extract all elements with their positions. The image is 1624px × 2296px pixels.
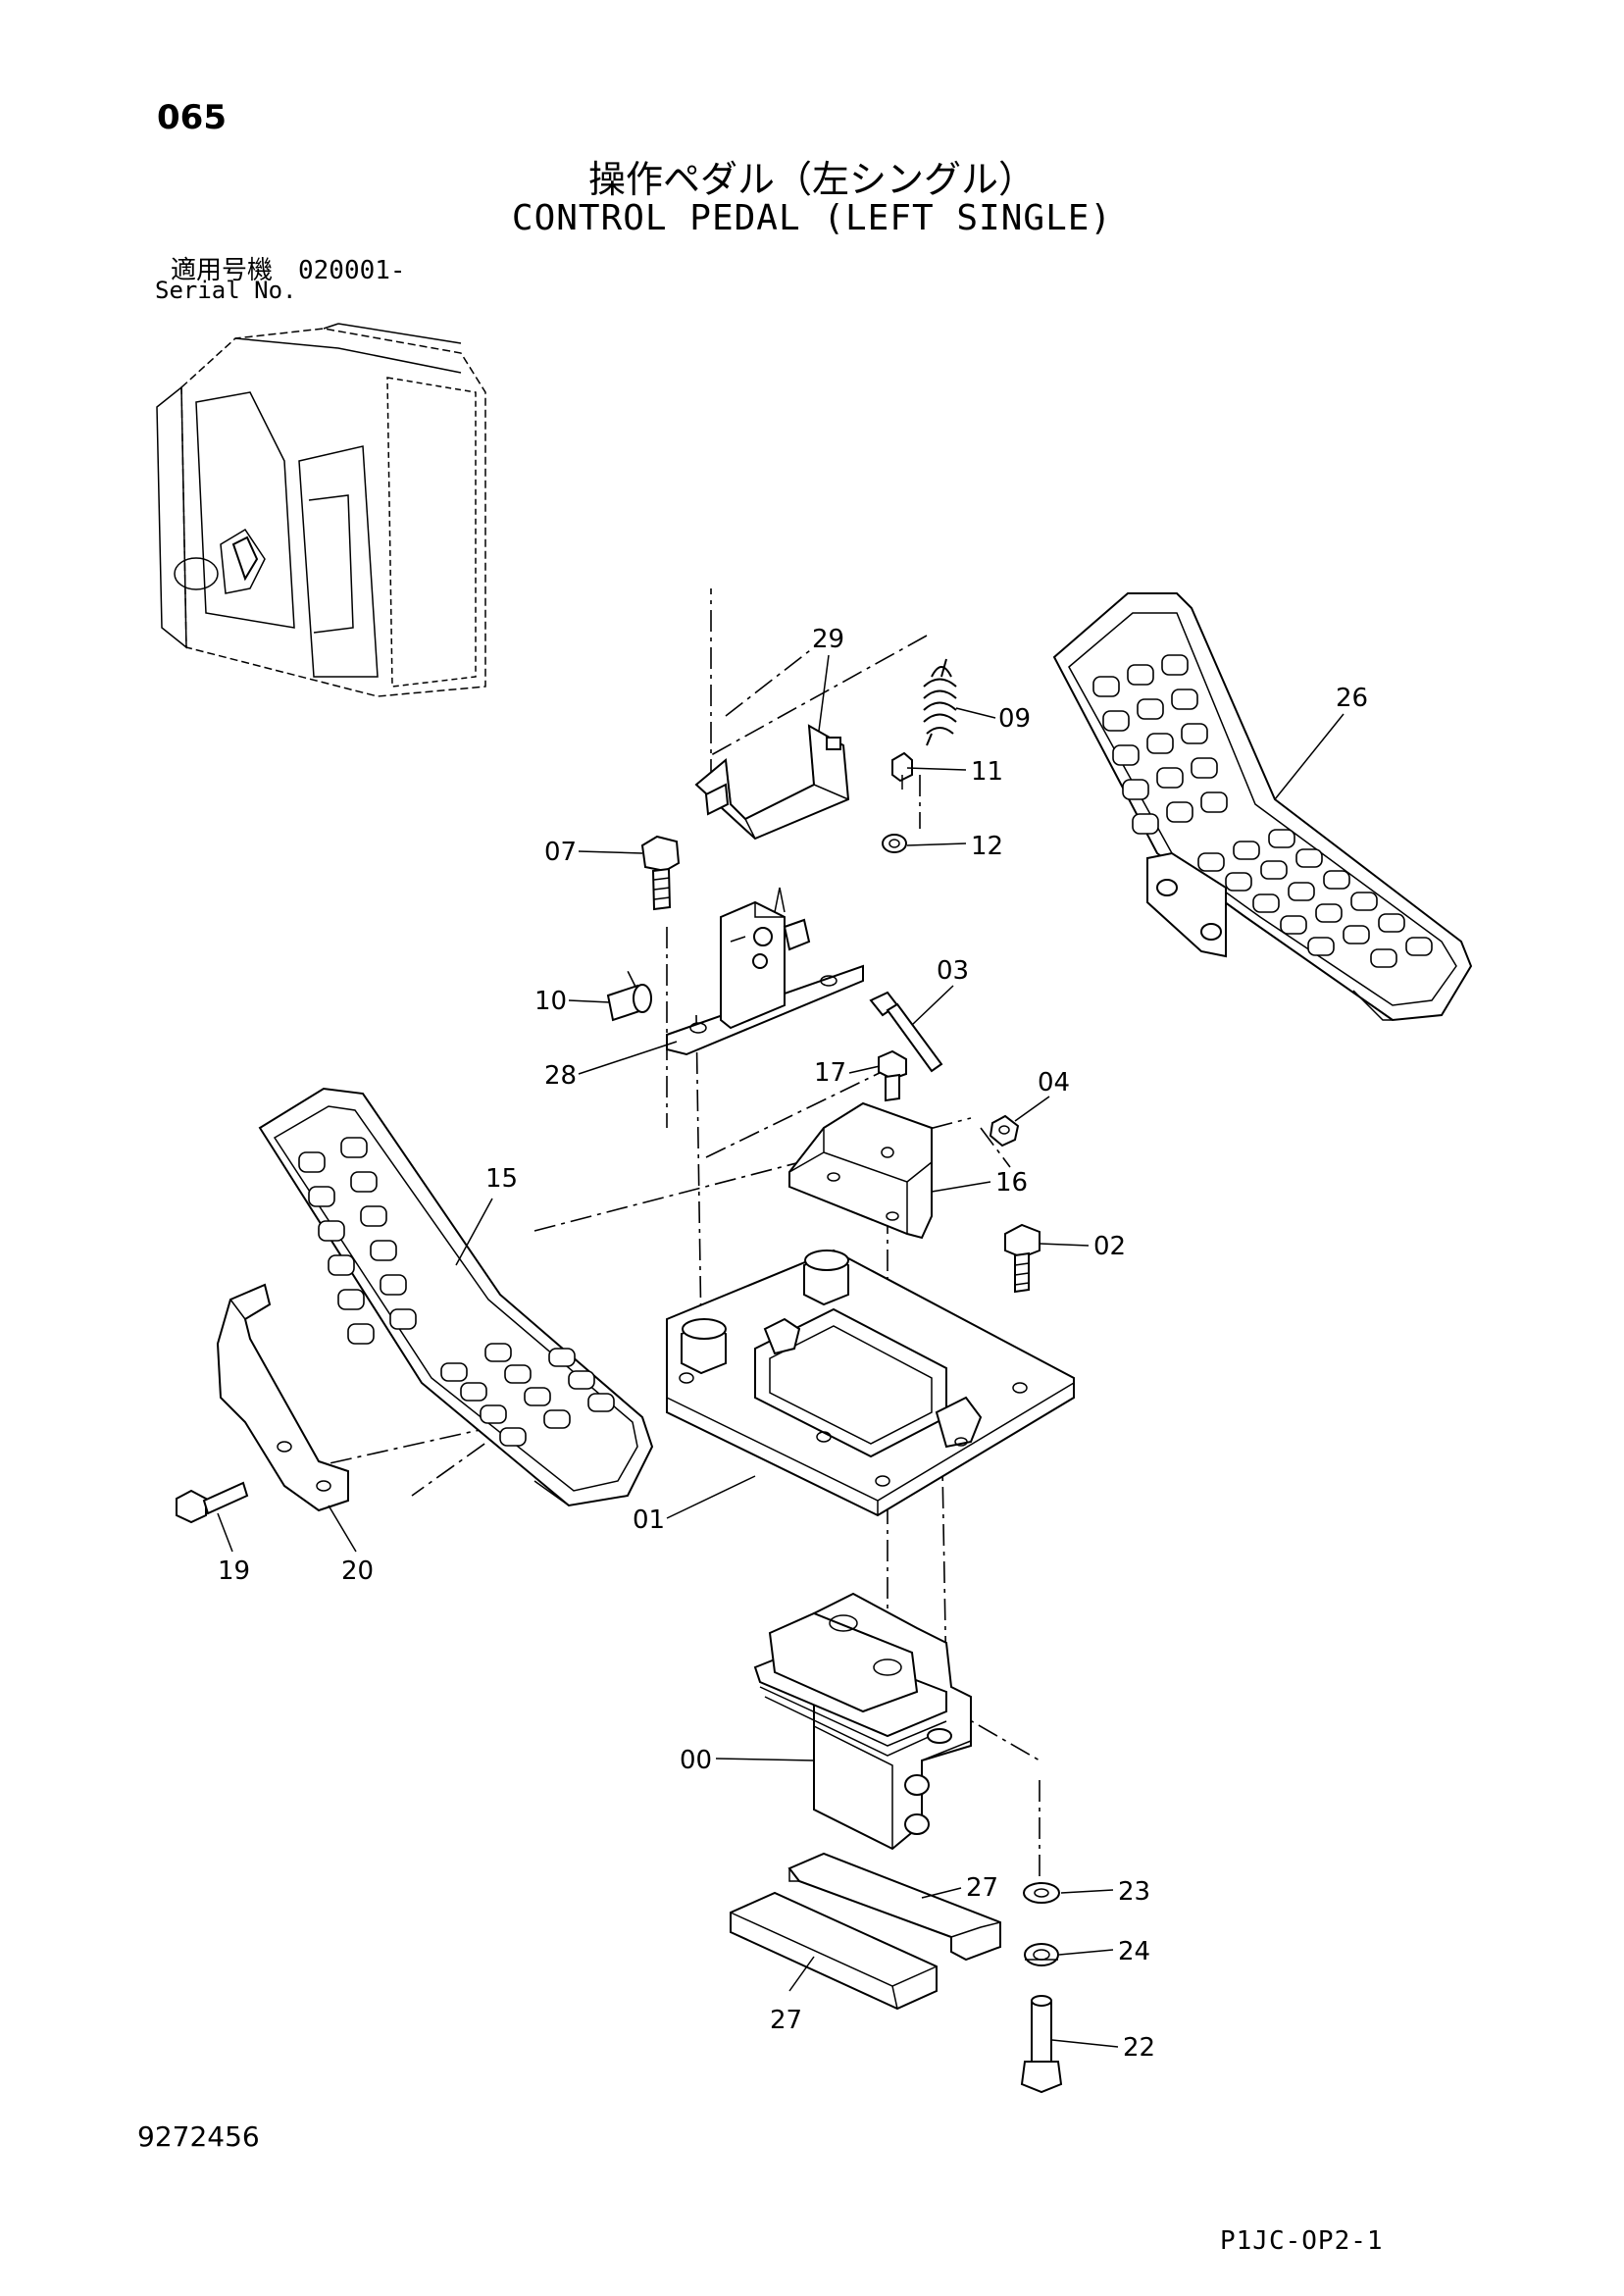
sheet-code: P1JC-OP2-1 [1220, 2226, 1384, 2256]
label-part-09: 09 [998, 704, 1031, 734]
label-part-07: 07 [544, 838, 577, 867]
bolt-part-22 [1020, 1995, 1063, 2094]
label-part-17: 17 [814, 1058, 846, 1088]
rubber-pad-part-27-upper [787, 1852, 1001, 1962]
label-part-11: 11 [971, 757, 1003, 787]
part-number-labels: 29 09 11 07 12 26 10 28 03 17 04 15 16 0… [218, 625, 1368, 2063]
rubber-pad-part-27-lower [730, 1891, 938, 2011]
drawing-number: 9272456 [137, 2120, 260, 2153]
label-part-27-upper: 27 [966, 1873, 998, 1903]
pedal-part-15 [258, 1087, 654, 1507]
label-part-03: 03 [937, 956, 969, 986]
plate-part-20 [216, 1283, 349, 1512]
label-part-27-lower: 27 [770, 2006, 802, 2035]
leader-lines [217, 654, 1345, 2048]
label-part-10: 10 [534, 987, 567, 1016]
bracket-part-28 [666, 887, 864, 1056]
page-title-japanese: 操作ペダル（左シングル） [587, 158, 1036, 201]
bolt-part-02 [1004, 1223, 1040, 1294]
bolt-part-07 [640, 835, 681, 911]
spring-part-09 [923, 658, 957, 746]
label-part-23: 23 [1118, 1877, 1150, 1907]
label-part-19: 19 [218, 1556, 250, 1586]
nut-part-04 [989, 1114, 1020, 1148]
label-part-26: 26 [1336, 684, 1368, 713]
label-part-01: 01 [633, 1505, 665, 1535]
washer-part-12 [882, 834, 907, 853]
label-part-20: 20 [341, 1556, 374, 1586]
pedal-15-grip-pads [298, 1137, 615, 1447]
page-number: 065 [157, 98, 227, 137]
pin-part-11 [891, 751, 913, 790]
pin-part-10 [606, 984, 652, 1022]
bolt-part-17 [878, 1049, 907, 1102]
lock-washer-part-24 [1024, 1943, 1059, 1966]
bracket-part-29 [694, 724, 850, 841]
label-part-24: 24 [1118, 1937, 1150, 1966]
base-plate-part-01 [666, 1249, 1075, 1517]
page-title-english: CONTROL PEDAL (LEFT SINGLE) [511, 198, 1113, 238]
label-part-16: 16 [995, 1168, 1028, 1198]
washer-part-23 [1023, 1882, 1060, 1904]
label-part-28: 28 [544, 1061, 577, 1091]
serial-applicable-label: 適用号機 020001- [171, 256, 406, 285]
label-part-12: 12 [971, 832, 1003, 861]
pedal-part-26 [1052, 592, 1473, 1022]
bolt-part-19 [176, 1481, 249, 1524]
bolt-part-03 [869, 991, 943, 1073]
bracket-part-16 [788, 1101, 933, 1240]
cab-location-thumbnail [156, 323, 486, 697]
label-part-15: 15 [485, 1164, 518, 1194]
label-part-02: 02 [1093, 1232, 1126, 1261]
label-part-29: 29 [812, 625, 844, 654]
valve-part-00 [753, 1592, 972, 1851]
label-part-22: 22 [1123, 2033, 1155, 2063]
serial-number-label: Serial No. [155, 277, 297, 304]
label-part-04: 04 [1038, 1068, 1070, 1097]
pedal-26-grip-pads [1092, 654, 1433, 968]
label-part-00: 00 [680, 1746, 712, 1775]
